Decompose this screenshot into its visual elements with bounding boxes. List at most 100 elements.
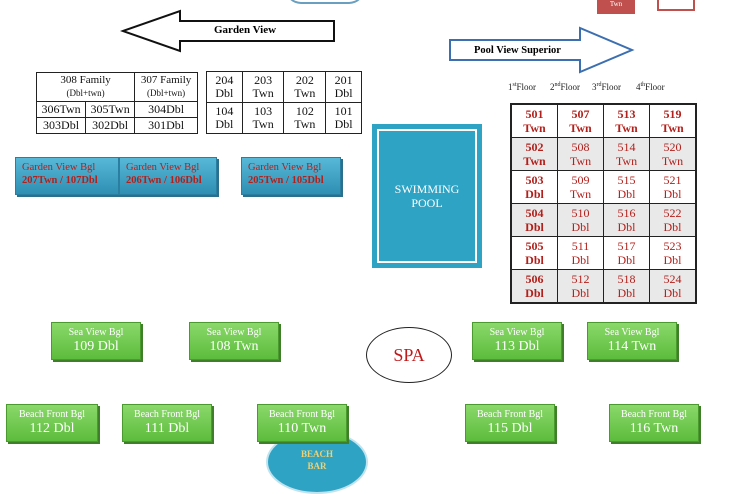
bungalow-room: 116 Twn (629, 421, 679, 436)
room-type: (Dbl+twn) (66, 88, 105, 98)
room-type: Dbl (334, 86, 353, 100)
room-type: Dbl (525, 187, 544, 201)
floor-label: Floor (645, 82, 665, 92)
floor-header-3: 3rdFloor (592, 82, 621, 92)
floor-suffix: rd (596, 82, 602, 88)
room-type: Dbl (663, 187, 682, 201)
room-number: 512 (571, 272, 590, 286)
room-type: Dbl (617, 187, 636, 201)
room-number: 516 (617, 206, 636, 220)
top-oval-edge (285, 0, 365, 4)
room-type: Twn (661, 121, 684, 135)
bungalow-title: Garden View Bgl (22, 162, 96, 173)
floor-label: Floor (601, 82, 622, 92)
room-type: Twn (252, 86, 274, 100)
room-number: 510 (571, 206, 590, 220)
bungalow-room: 114 Twn (607, 339, 657, 354)
pool-view-superior-label: Pool View Superior (474, 45, 561, 56)
room-number: 307 Family (140, 74, 192, 86)
bungalow-rooms: 205Twn / 105Dbl (248, 175, 324, 186)
beach-front-bungalow-116: Beach Front Bgl 116 Twn (609, 404, 699, 442)
bungalow-title: Garden View Bgl (126, 162, 200, 173)
floor-header-2: 2ndFloor (550, 82, 580, 92)
sea-view-bungalow-113: Sea View Bgl 113 Dbl (472, 322, 562, 360)
floor-number: 4 (636, 82, 641, 92)
room-number: 104 (215, 104, 234, 118)
room-number: 101 (334, 104, 353, 118)
room-type: Dbl (663, 220, 682, 234)
room-number: 515 (617, 173, 636, 187)
room-cell: 304Dbl (134, 101, 198, 118)
room-number: 103 (254, 104, 273, 118)
room-number: 501 (525, 107, 544, 121)
bungalow-title: Sea View Bgl (604, 327, 660, 338)
beach-front-bungalow-111: Beach Front Bgl 111 Dbl (122, 404, 212, 442)
family-room-cell: 307 Family(Dbl+twn) (134, 72, 198, 102)
room-type: Twn (523, 154, 546, 168)
bungalow-title: Garden View Bgl (248, 162, 322, 173)
family-room-cell: 308 Family(Dbl+twn) (35, 72, 136, 102)
bungalow-title: Beach Front Bgl (620, 409, 688, 420)
bungalow-room: 113 Dbl (494, 339, 540, 354)
floor-header-1: 1stFloor (508, 82, 536, 92)
room-number: 507 (571, 107, 590, 121)
room-type: Twn (615, 154, 638, 168)
room-type: Dbl (525, 220, 544, 234)
room-number: 506 (525, 272, 544, 286)
bungalow-room: 110 Twn (277, 421, 327, 436)
room-type: Dbl (663, 253, 682, 267)
room-type: Twn (569, 154, 592, 168)
bungalow-title: Beach Front Bgl (133, 409, 201, 420)
room-cell: 305Twn (85, 101, 136, 118)
bungalow-room: 109 Dbl (73, 339, 119, 354)
room-type: Dbl (215, 117, 234, 131)
room-number: 511 (571, 239, 590, 253)
beach-front-bungalow-112: Beach Front Bgl 112 Dbl (6, 404, 98, 442)
garden-view-label: Garden View (214, 24, 277, 36)
room-type: Dbl (617, 286, 636, 300)
spa: SPA (366, 327, 452, 383)
room-number: 518 (617, 272, 636, 286)
room-number: 524 (663, 272, 682, 286)
floor-suffix: nd (554, 82, 561, 88)
room-number: 505 (525, 239, 544, 253)
room-type: Twn (615, 121, 638, 135)
room-number: 202 (295, 73, 314, 87)
room-cell: 306Twn (35, 101, 87, 118)
bungalow-title: Sea View Bgl (68, 327, 124, 338)
garden-view-bungalow-205-105: Garden View Bgl 205Twn / 105Dbl (241, 157, 341, 195)
room-number: 522 (663, 206, 682, 220)
room-number: 513 (617, 107, 636, 121)
room-number: 204 (215, 73, 234, 87)
floor-number: 3 (592, 82, 597, 92)
room-cell: 301Dbl (134, 117, 198, 134)
garden-view-bungalow-207-107: Garden View Bgl 207Twn / 107Dbl (15, 157, 119, 195)
floor-number: 1 (508, 82, 513, 92)
room-type: Twn (661, 154, 684, 168)
room-number: 509 (571, 173, 590, 187)
garden-view-bungalow-206-106: Garden View Bgl 206Twn / 106Dbl (119, 157, 217, 195)
room-type: Twn (252, 117, 274, 131)
room-number: 203 (254, 73, 273, 87)
floor-suffix: th (640, 82, 646, 88)
room-type: Dbl (334, 117, 353, 131)
swimming-pool-label: SWIMMING POOL (394, 182, 460, 210)
